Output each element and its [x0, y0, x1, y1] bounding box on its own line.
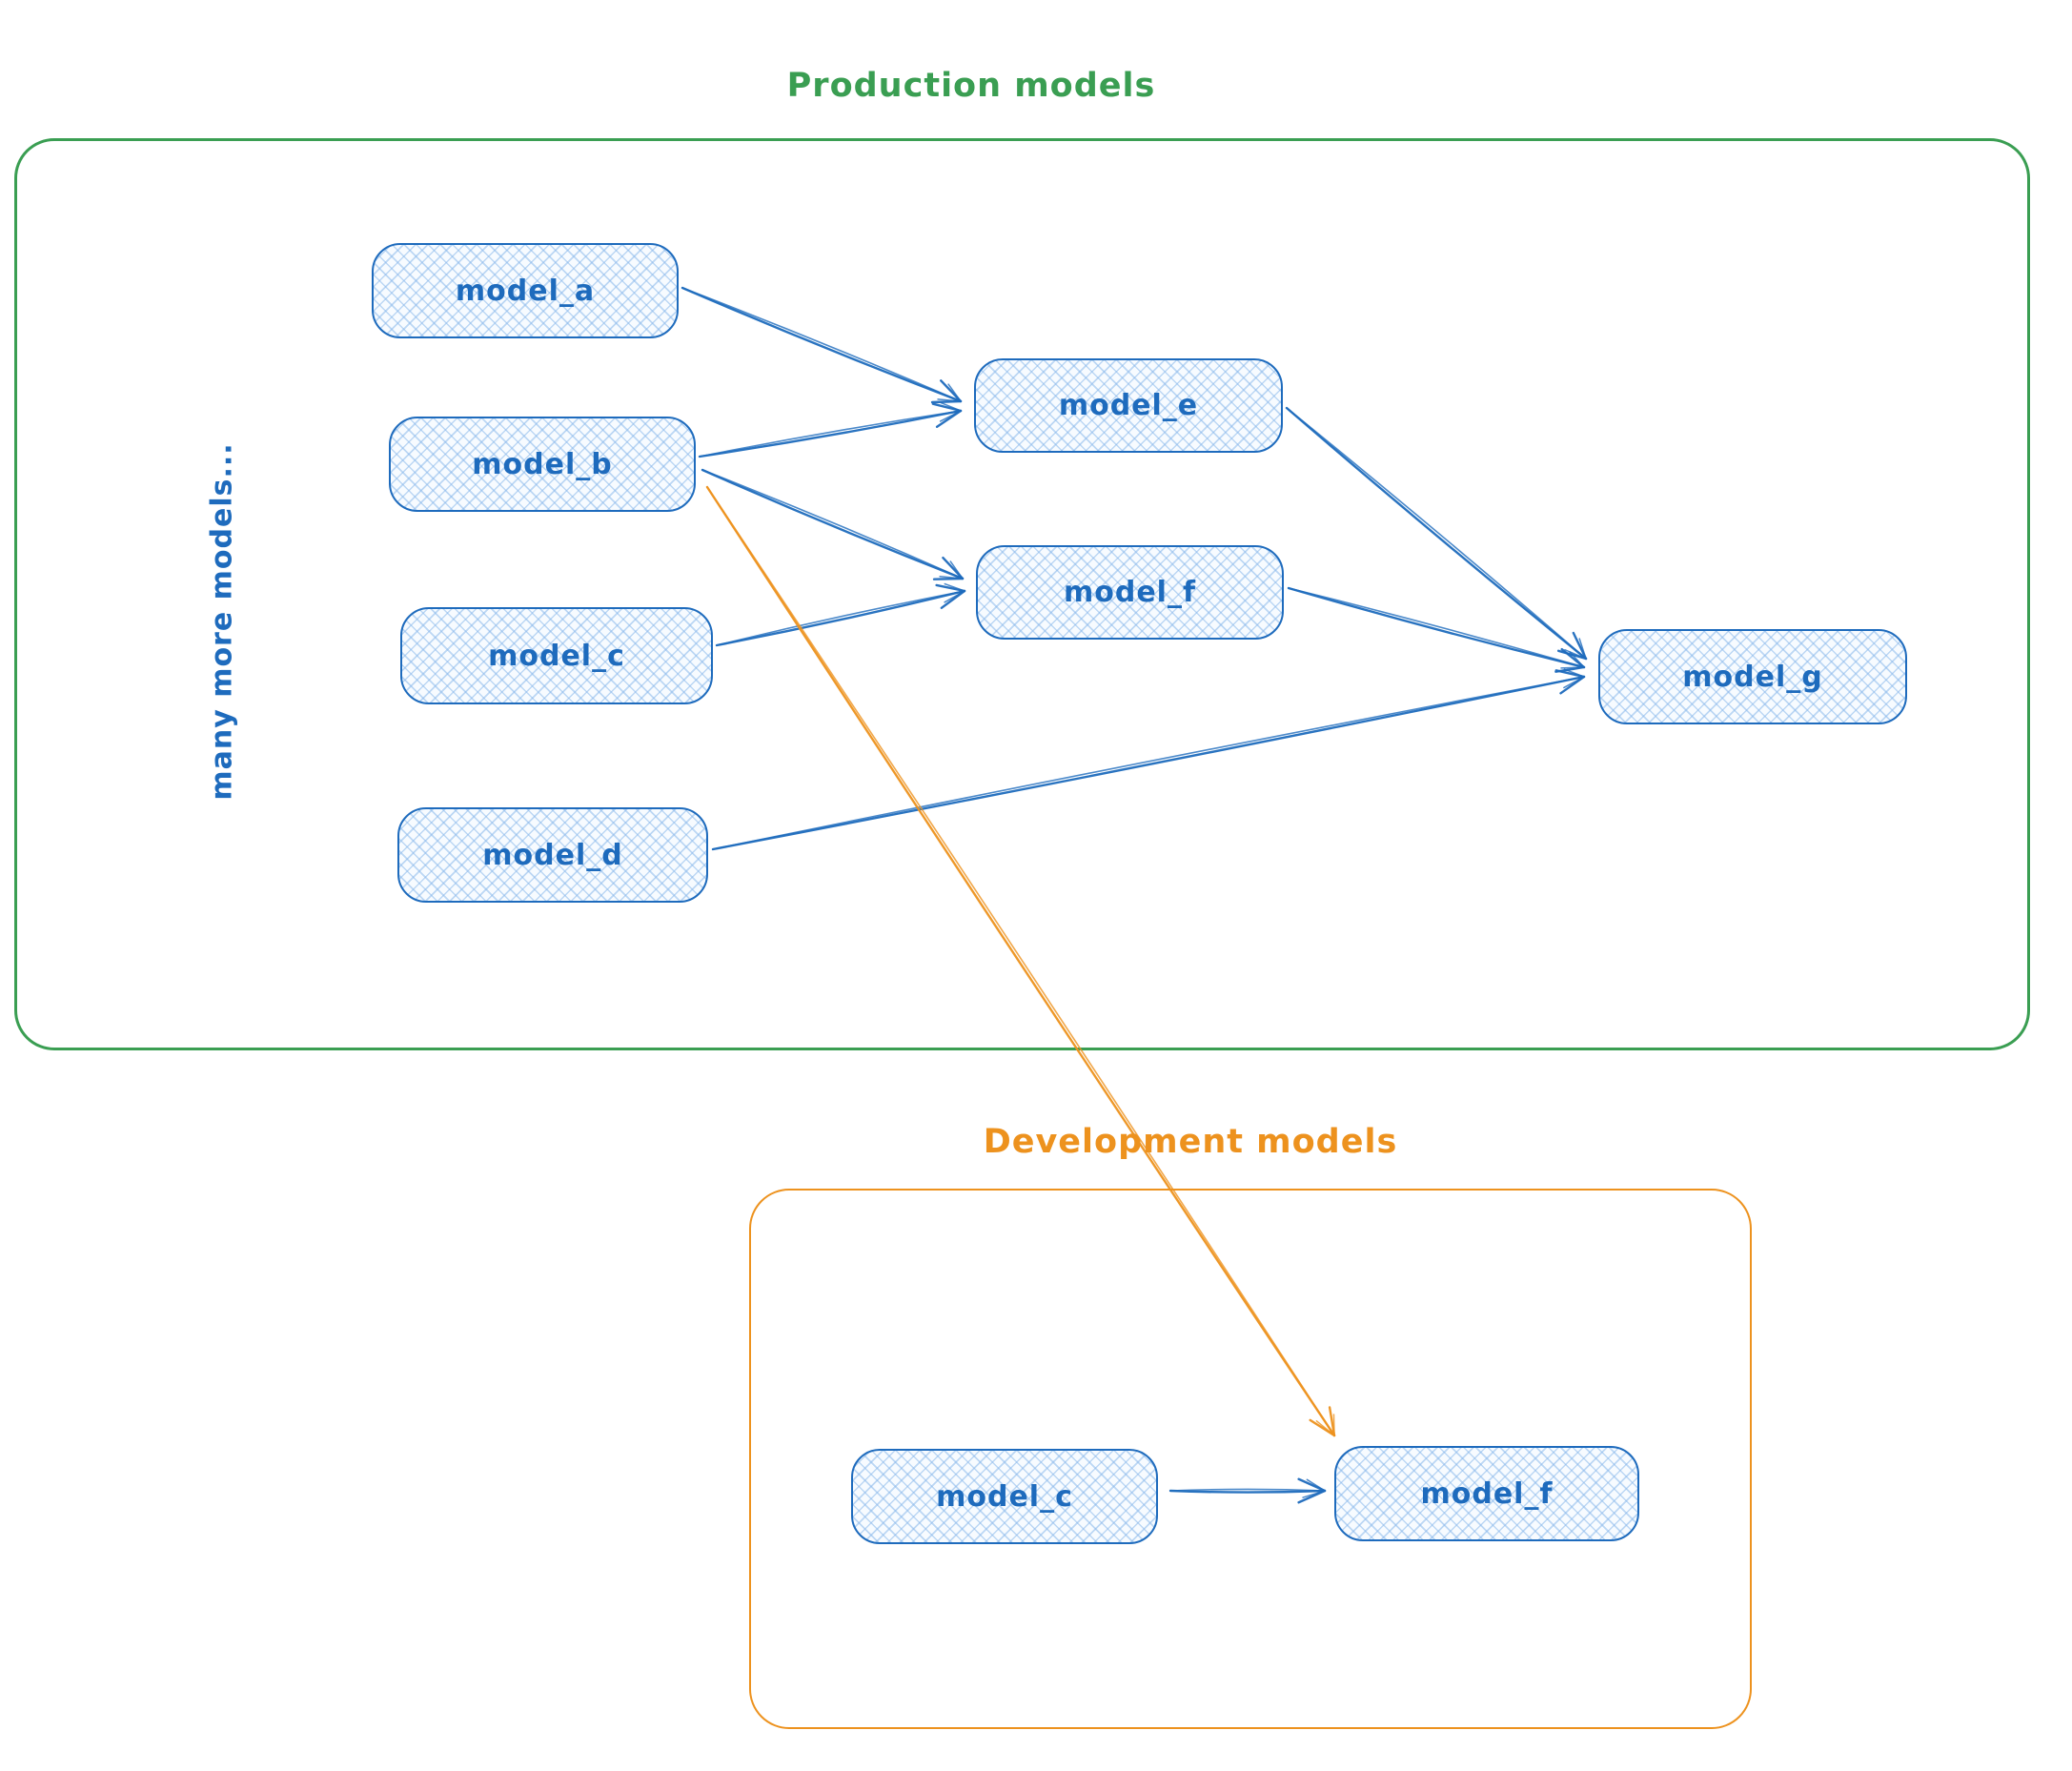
node-dev_model_c: model_c	[851, 1449, 1158, 1544]
node-label-model_g: model_g	[1682, 660, 1823, 694]
node-model_b: model_b	[389, 417, 696, 512]
node-dev_model_f: model_f	[1334, 1446, 1639, 1541]
many-more-models-label: many more models...	[205, 442, 239, 801]
node-label-model_b: model_b	[472, 447, 613, 481]
node-model_d: model_d	[397, 807, 708, 903]
node-label-model_d: model_d	[482, 838, 623, 872]
node-label-dev_model_f: model_f	[1420, 1476, 1554, 1511]
node-model_f: model_f	[976, 545, 1284, 640]
node-model_a: model_a	[372, 243, 679, 338]
node-model_e: model_e	[974, 358, 1283, 453]
node-label-model_a: model_a	[455, 274, 596, 308]
node-label-dev_model_c: model_c	[936, 1479, 1073, 1514]
development-group-title: Development models	[983, 1123, 1398, 1161]
node-label-model_f: model_f	[1063, 576, 1197, 609]
node-model_c: model_c	[400, 607, 713, 704]
node-label-model_e: model_e	[1058, 389, 1199, 422]
node-label-model_c: model_c	[488, 639, 625, 673]
production-group-title: Production models	[786, 67, 1156, 105]
node-model_g: model_g	[1598, 629, 1907, 724]
